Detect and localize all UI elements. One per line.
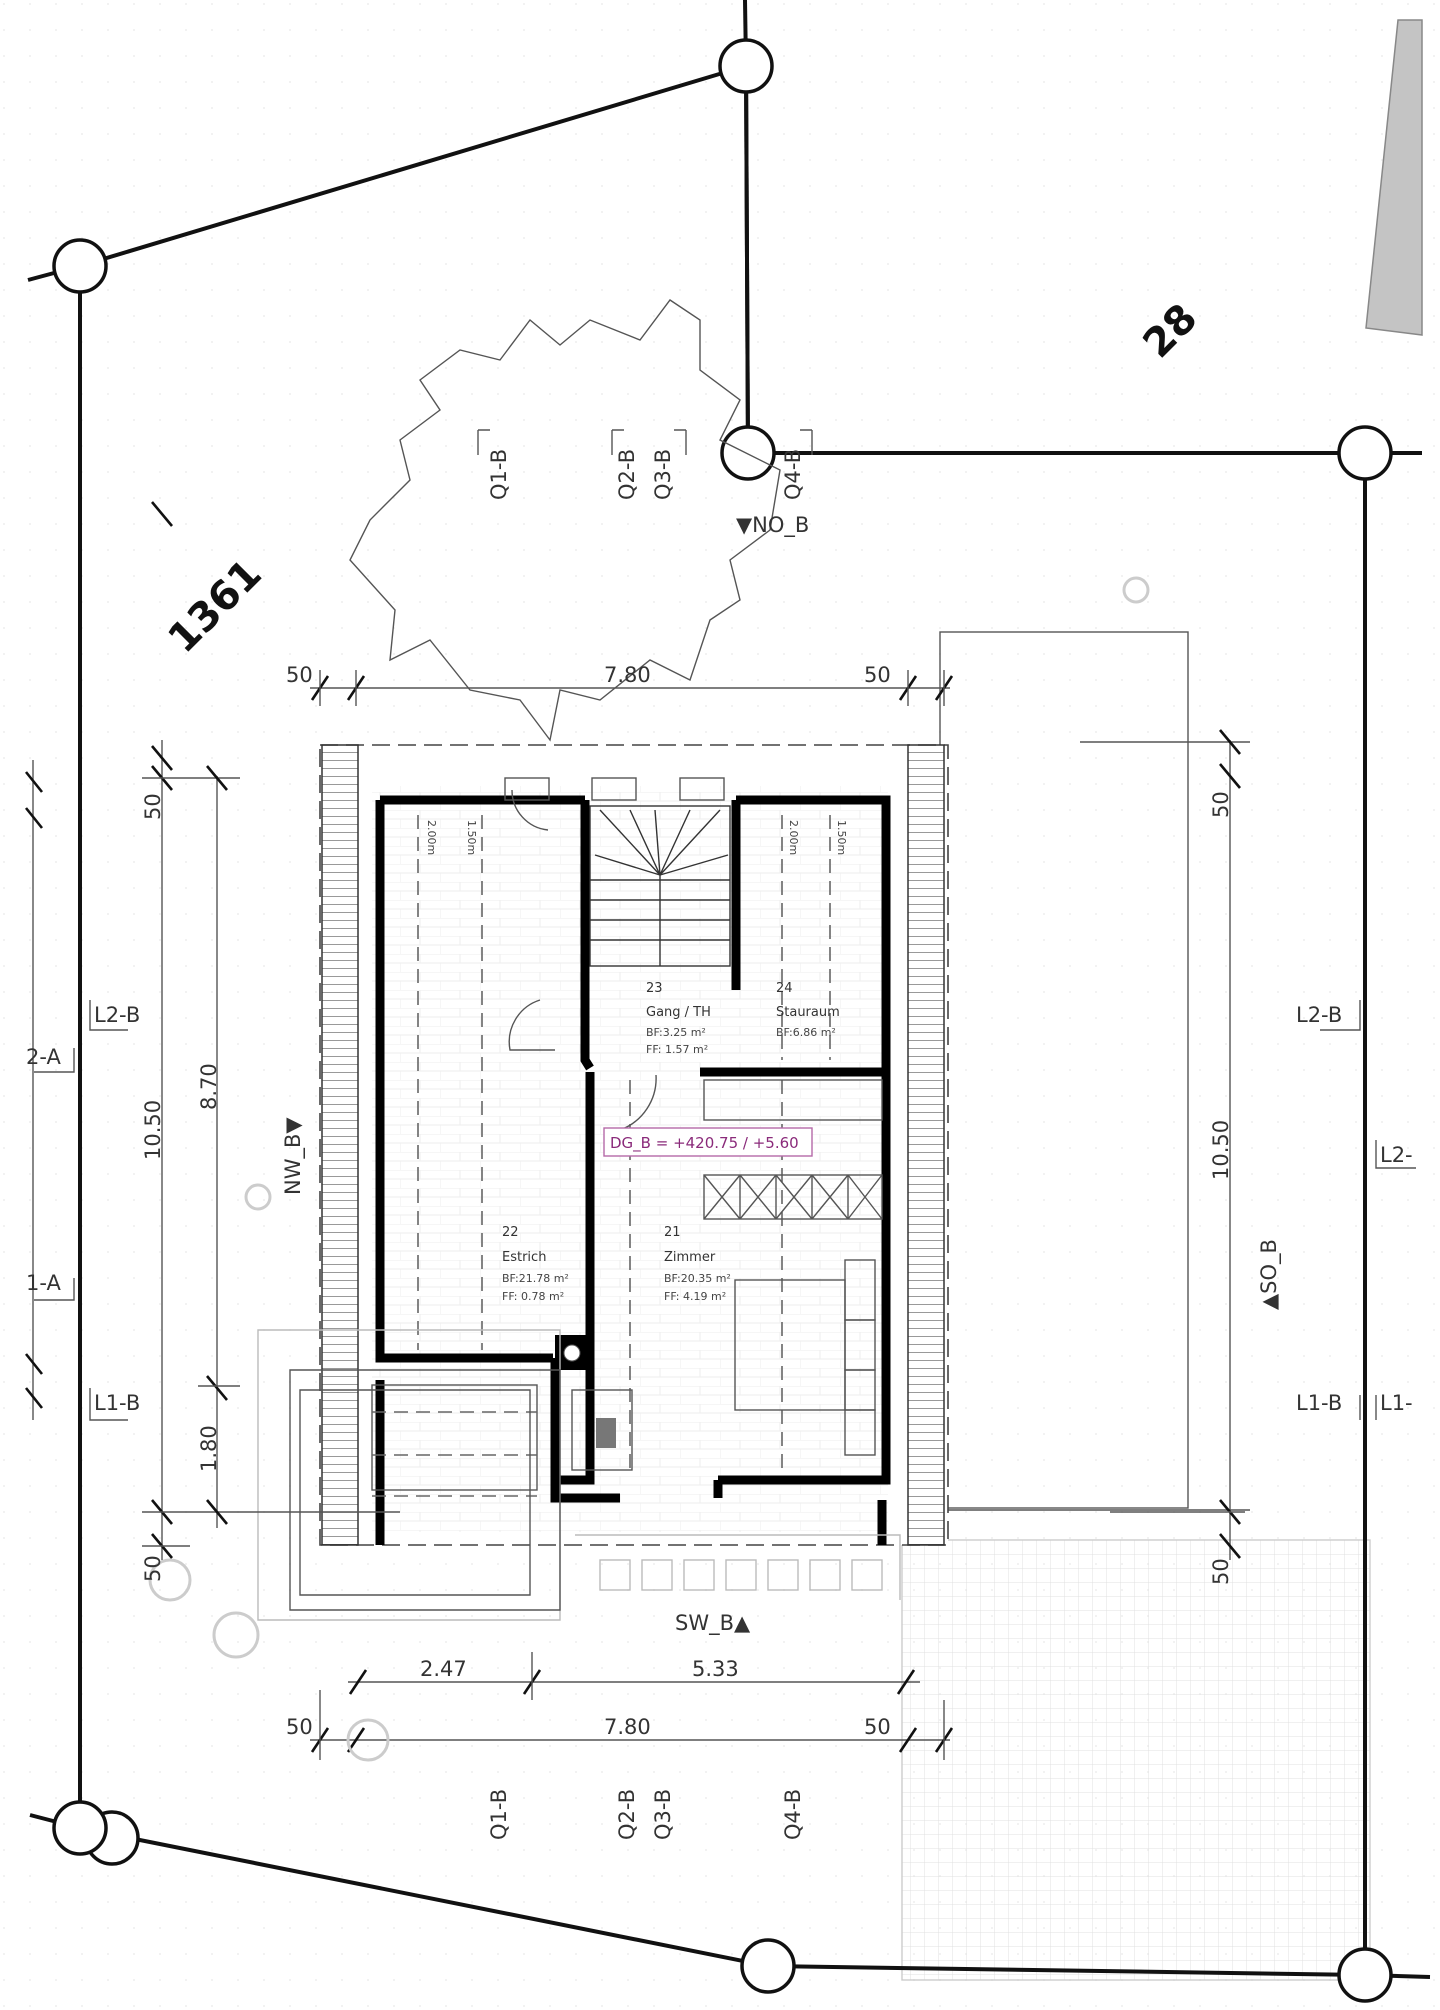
svg-text:7.80: 7.80 [604,1715,651,1739]
svg-text:7.80: 7.80 [604,663,651,687]
svg-text:Q1-B: Q1-B [487,449,511,500]
svg-text:50: 50 [864,663,891,687]
dimension-left-inner: 8.70 1.80 [197,765,240,1528]
dimension-bottom-inner: 2.47 5.33 [348,1652,920,1700]
boundary-nodes [52,38,1393,2003]
room-label-23: 23 Gang / TH BF:3.25 m² FF: 1.57 m² [646,981,711,1056]
svg-text:50: 50 [141,1555,165,1582]
section-axes-right: L2-B L1-B L2- L1- [1296,1000,1416,1420]
svg-text:L1-: L1- [1380,1391,1413,1415]
height-mark: 2.00m [787,820,800,855]
neighbour-building [1365,19,1423,336]
svg-text:L1-B: L1-B [94,1391,140,1415]
height-mark: 1.50m [835,820,848,855]
room-number: 24 [776,981,793,996]
svg-text:2.47: 2.47 [420,1657,467,1681]
svg-text:50: 50 [1209,791,1233,818]
room-area-ff: FF: 1.57 m² [646,1043,708,1056]
room-name: Zimmer [664,1250,716,1265]
height-mark: 1.50m [465,820,478,855]
staircase [589,805,731,967]
level-marker: DG_B = +420.75 / +5.60 [610,1134,799,1153]
room-name: Gang / TH [646,1005,711,1020]
height-mark: 2.00m [425,820,438,855]
section-axes-bottom: Q1-B Q2-B Q3-B Q4-B [487,1789,805,1840]
svg-text:L1-B: L1-B [1296,1391,1342,1415]
room-label-21: 21 Zimmer BF:20.35 m² FF: 4.19 m² [664,1225,731,1303]
svg-text:Q3-B: Q3-B [651,1789,675,1840]
skylights [599,1559,883,1591]
dimension-top: 50 7.80 50 [286,663,954,706]
room-area-ff: FF: 4.19 m² [664,1290,726,1303]
elevation-marker-nw: NW_B▼ [281,1117,306,1195]
section-axes-left: L2-B L1-B 2-A 1-A [26,1000,140,1421]
svg-text:10.50: 10.50 [1209,1120,1233,1180]
svg-text:50: 50 [141,793,165,820]
terrace-paving [901,1539,1371,1981]
room-label-22: 22 Estrich BF:21.78 m² FF: 0.78 m² [502,1225,569,1303]
dimension-bottom: 50 7.80 50 [286,1690,954,1760]
room-name: Stauraum [776,1005,840,1020]
room-area-bf: BF:21.78 m² [502,1272,569,1285]
svg-text:10.50: 10.50 [141,1100,165,1160]
svg-text:Q4-B: Q4-B [781,449,805,500]
room-label-24: 24 Stauraum BF:6.86 m² [776,981,840,1039]
svg-text:50: 50 [286,1715,313,1739]
elevation-marker-sw: SW_B▲ [675,1611,751,1636]
svg-text:50: 50 [286,663,313,687]
dimension-right: 50 10.50 50 [1110,729,1245,1585]
svg-text:Q2-B: Q2-B [615,1789,639,1840]
svg-text:L2-: L2- [1380,1143,1413,1167]
svg-text:50: 50 [1209,1558,1233,1585]
svg-text:50: 50 [864,1715,891,1739]
room-area-bf: BF:20.35 m² [664,1272,731,1285]
elevation-marker-so: ▲SO_B [1257,1239,1282,1310]
room-area-ff: FF: 0.78 m² [502,1290,564,1303]
svg-text:5.33: 5.33 [692,1657,739,1681]
svg-text:1-A: 1-A [26,1271,61,1295]
svg-text:2-A: 2-A [26,1045,61,1069]
svg-text:Q1-B: Q1-B [487,1789,511,1840]
room-name: Estrich [502,1250,546,1265]
room-number: 23 [646,981,663,996]
tree-icon [349,299,781,742]
door-swing [619,1074,657,1131]
room-area-bf: BF:3.25 m² [646,1026,706,1039]
svg-text:8.70: 8.70 [197,1063,221,1110]
svg-text:L2-B: L2-B [1296,1003,1342,1027]
room-number: 21 [664,1225,681,1240]
svg-text:Q4-B: Q4-B [781,1789,805,1840]
room-area-bf: BF:6.86 m² [776,1026,836,1039]
section-axes-top: Q1-B Q2-B Q3-B Q4-B [477,429,813,500]
door-swing [508,999,555,1051]
storage-cabinets [703,1079,883,1456]
svg-text:L2-B: L2-B [94,1003,140,1027]
svg-text:Q2-B: Q2-B [615,449,639,500]
house: 2.00m 1.50m 2.00m 1.50m [257,744,949,1621]
svg-text:Q3-B: Q3-B [651,449,675,500]
door-swing [511,789,549,831]
dimension-left-outer: 50 10.50 50 [141,501,400,1582]
room-number: 22 [502,1225,519,1240]
elevation-marker-no: ▼NO_B [736,513,809,538]
svg-text:1.80: 1.80 [197,1425,221,1472]
